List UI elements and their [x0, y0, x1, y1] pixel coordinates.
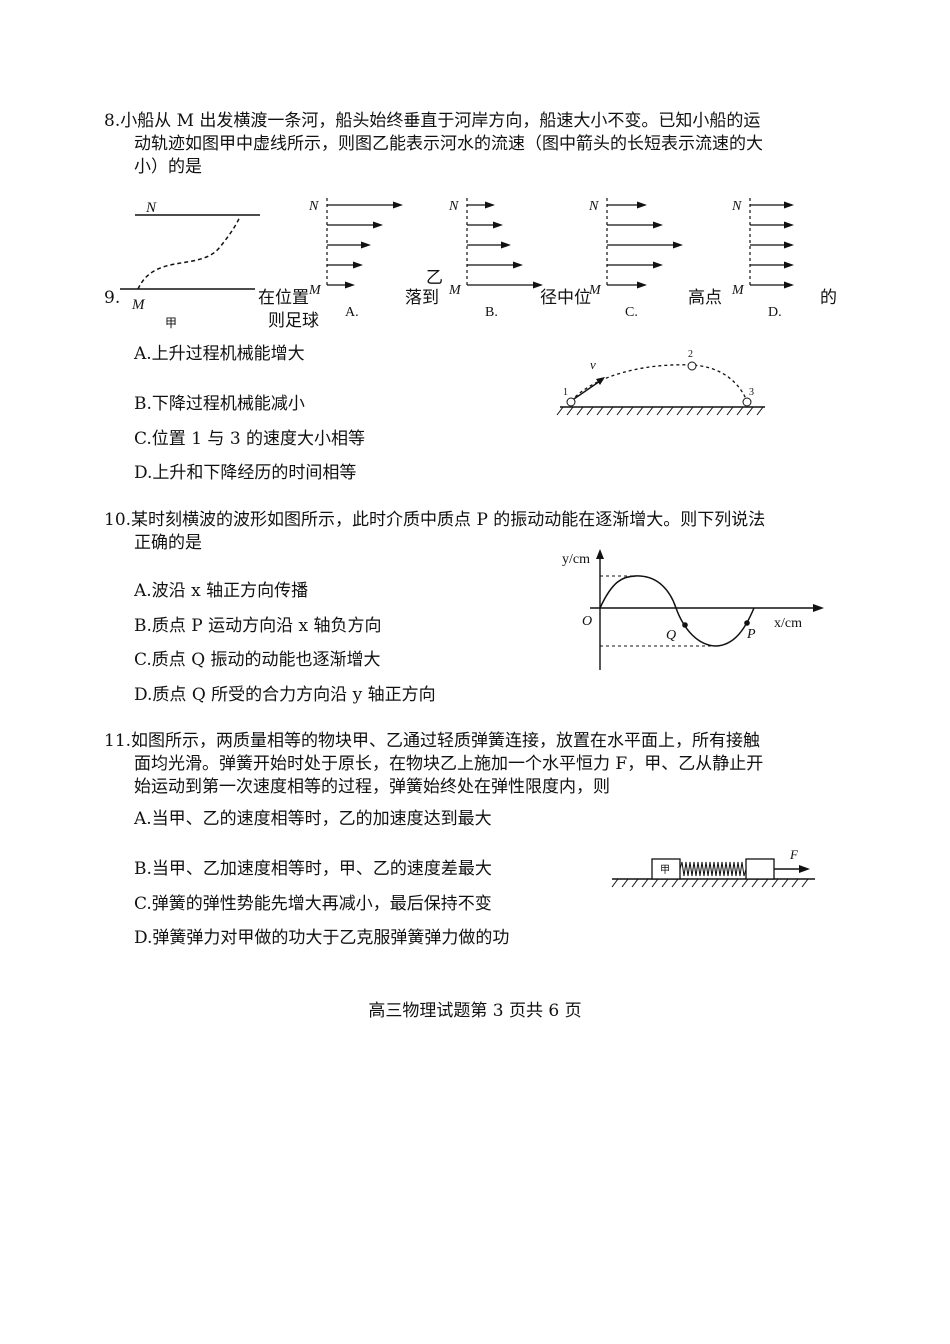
q10-option-b[interactable]: B.质点 P 运动方向沿 x 轴负方向 [134, 616, 382, 636]
flow-arrow-head [784, 241, 794, 249]
flow-arrow-head [485, 201, 495, 209]
q10-option-d[interactable]: D.质点 Q 所受的合力方向沿 y 轴正方向 [134, 685, 436, 705]
q11-force-label: F [789, 847, 799, 862]
q8-jia-caption: 甲 [165, 316, 177, 330]
option-letter: D. [768, 305, 782, 320]
q8-option-c-figure[interactable]: N M C. [585, 190, 700, 325]
q9-option-a[interactable]: A.上升过程机械能增大 [134, 344, 305, 364]
bank-m-label: M [731, 283, 745, 298]
flow-arrow-head [637, 201, 647, 209]
q10-stem-line2: 正确的是 [134, 533, 202, 553]
q9-stem-fragment: 9. [104, 288, 121, 308]
flow-arrow-head [493, 221, 503, 229]
q10-point-q-label: Q [666, 628, 676, 643]
flow-arrow-head [513, 261, 523, 269]
q9-stem-fragment: 径中位 [540, 288, 591, 308]
flow-arrow-head [784, 201, 794, 209]
q9-velocity-label: v [590, 357, 596, 372]
q10-x-axis-label: x/cm [774, 616, 802, 631]
q10-origin-label: O [582, 614, 592, 629]
q8-stem-line2: 动轨迹如图甲中虚线所示，则图乙能表示河水的流速（图中箭头的长短表示流速的大 [134, 134, 763, 154]
q10-figure-wave: y/cm x/cm O Q P [562, 549, 824, 670]
q9-option-b[interactable]: B.下降过程机械能减小 [134, 394, 305, 414]
q9-figure-projectile: v 1 2 3 [556, 349, 765, 416]
q8-jia-bank-n: N [145, 200, 157, 216]
q10-option-a[interactable]: A.波沿 x 轴正方向传播 [134, 581, 309, 601]
q10-y-axis-label: y/cm [562, 552, 590, 567]
q9-position-1: 1 [563, 387, 568, 398]
flow-arrow-head [673, 241, 683, 249]
q8-option-d-figure[interactable]: N M D. [728, 190, 843, 325]
bank-m-label: M [308, 283, 322, 298]
q9-position-3: 3 [749, 387, 754, 398]
flow-arrow-head [784, 261, 794, 269]
q8-figure-jia: N M 甲 [120, 200, 260, 330]
q11-stem-line1: 11.如图所示，两质量相等的物块甲、乙通过轻质弹簧连接，放置在水平面上，所有接触 [104, 731, 761, 751]
flow-arrow-head [653, 261, 663, 269]
q9-stem-fragment: 落到 [405, 288, 439, 308]
bank-n-label: N [588, 199, 599, 214]
q11-block-jia-label: 甲 [660, 865, 670, 876]
page-footer: 高三物理试题第 3 页共 6 页 [368, 1001, 582, 1021]
q10-stem-line1: 10.某时刻横波的波形如图所示，此时介质中质点 P 的振动动能在逐渐增大。则下列… [104, 510, 766, 530]
bank-n-label: N [448, 199, 459, 214]
q9-option-d[interactable]: D.上升和下降经历的时间相等 [134, 463, 357, 483]
q8-option-b-figure[interactable]: N M B. [445, 190, 560, 325]
option-letter: A. [345, 305, 359, 320]
q9-position-2: 2 [688, 349, 693, 360]
q11-stem-line3: 始运动到第一次速度相等的过程，弹簧始终处在弹性限度内，则 [134, 777, 610, 797]
q11-stem-line2: 面均光滑。弹簧开始时处于原长，在物块乙上施加一个水平恒力 F，甲、乙从静止开 [134, 754, 764, 774]
option-letter: B. [485, 305, 498, 320]
flow-arrow-head [393, 201, 403, 209]
flow-arrow-head [345, 281, 355, 289]
flow-arrow-head [501, 241, 511, 249]
q10-point-p-label: P [746, 627, 756, 642]
bank-n-label: N [731, 199, 742, 214]
q8-stem-line3: 小）的是 [134, 157, 202, 177]
q10-option-c[interactable]: C.质点 Q 振动的动能也逐渐增大 [134, 650, 381, 670]
flow-arrow-head [353, 261, 363, 269]
q8-jia-bank-m: M [131, 297, 146, 313]
q9-option-c[interactable]: C.位置 1 与 3 的速度大小相等 [134, 429, 366, 449]
q11-option-b[interactable]: B.当甲、乙加速度相等时，甲、乙的速度差最大 [134, 859, 492, 879]
q11-option-a[interactable]: A.当甲、乙的速度相等时，乙的加速度达到最大 [134, 809, 492, 829]
q8-yi-caption: 乙 [426, 268, 443, 288]
q9-stem-fragment: 在位置 [258, 288, 309, 308]
q11-figure-blocks: 甲 F [611, 847, 815, 888]
bank-m-label: M [588, 283, 602, 298]
bank-m-label: M [448, 283, 462, 298]
flow-arrow-head [361, 241, 371, 249]
flow-arrow-head [653, 221, 663, 229]
q11-option-c[interactable]: C.弹簧的弹性势能先增大再减小，最后保持不变 [134, 894, 492, 914]
bank-n-label: N [308, 199, 319, 214]
q11-option-d[interactable]: D.弹簧弹力对甲做的功大于乙克服弹簧弹力做的功 [134, 928, 510, 948]
flow-arrow-head [784, 281, 794, 289]
q9-stem-fragment: 高点 [688, 288, 722, 308]
flow-arrow-head [637, 281, 647, 289]
flow-arrow-head [784, 221, 794, 229]
flow-arrow-head [533, 281, 543, 289]
flow-arrow-head [373, 221, 383, 229]
q9-stem-fragment: 的 [820, 288, 837, 308]
q8-stem-line1: 8.小船从 M 出发横渡一条河，船头始终垂直于河岸方向，船速大小不变。已知小船的… [104, 111, 761, 131]
q8-option-a-figure[interactable]: N M A. [305, 190, 420, 325]
q9-stem-fragment: 则足球 [268, 311, 319, 331]
option-letter: C. [625, 305, 638, 320]
